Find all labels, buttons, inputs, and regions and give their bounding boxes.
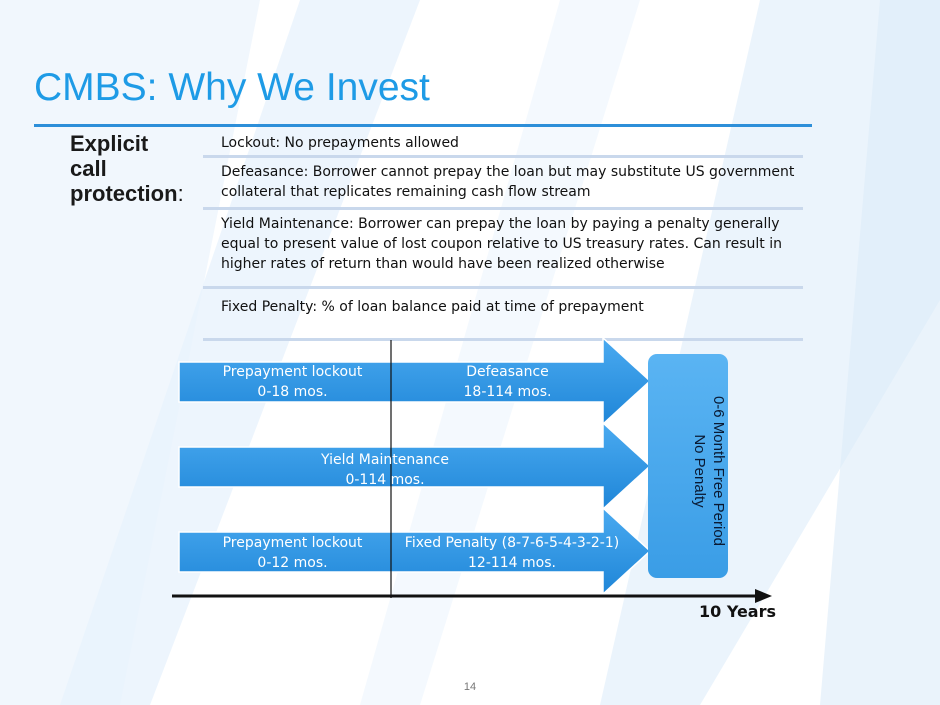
label-line: protection: [70,181,184,206]
arrow1-lockout-label: Prepayment lockout 0-18 mos. [222,364,363,400]
label-line: Explicit [70,131,149,156]
fixed-penalty-timeline-arrow [178,506,652,596]
call-protection-list: Lockout: No prepayments allowed Defeasan… [203,131,803,341]
protection-item-lockout: Lockout: No prepayments allowed [203,131,803,158]
protection-item-fixed-penalty: Fixed Penalty: % of loan balance paid at… [203,289,803,341]
page-number: 14 [463,681,477,693]
slide-title: CMBS: Why We Invest [34,66,430,109]
protection-item-defeasance: Defeasance: Borrower cannot prepay the l… [203,158,803,210]
arrow3-lockout-label: Prepayment lockout 0-12 mos. [222,535,363,571]
protection-item-yield-maintenance: Yield Maintenance: Borrower can prepay t… [203,210,803,289]
free-period-box-label: 0-6 Month Free Period No Penalty [691,395,727,547]
defeasance-timeline-arrow [178,336,652,426]
call-protection-label: Explicit call protection: [70,131,184,206]
arrow1-defeasance-label: Defeasance 18-114 mos. [463,364,552,400]
arrow2-yield-maintenance-label: Yield Maintenance 0-114 mos. [321,452,449,488]
arrow3-fixed-penalty-label: Fixed Penalty (8-7-6-5-4-3-2-1) 12-114 m… [404,535,620,571]
free-period-box [648,354,728,578]
title-underline [34,124,812,127]
yield-maintenance-timeline-arrow [178,421,652,511]
timeline-end-label: 10 Years [699,602,777,621]
timeline-axis-arrowhead [755,589,772,603]
label-line: call [70,156,107,181]
